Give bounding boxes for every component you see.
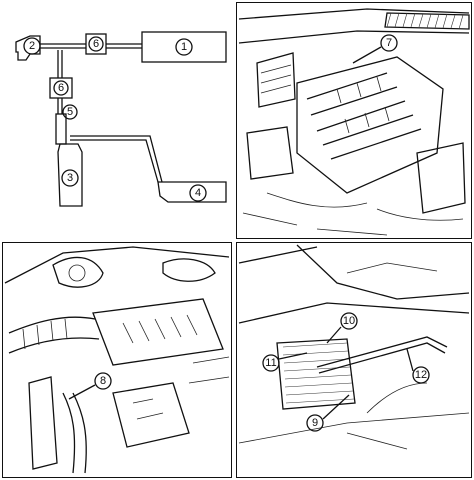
callout-8: 8 (68, 372, 112, 400)
canister-detail-panel: 8 (2, 242, 232, 478)
svg-text:6: 6 (93, 38, 99, 50)
svg-text:11: 11 (265, 357, 276, 369)
mesh-panel (276, 338, 356, 410)
svg-text:1: 1 (181, 41, 187, 53)
callout-4: 4 (189, 184, 207, 202)
engine-bay-panel: 7 (236, 2, 472, 239)
callout-11: 11 (262, 352, 308, 372)
underside-detail-panel: 10 11 12 9 (236, 242, 472, 478)
canister-pipe (62, 392, 87, 474)
hatched-trim (384, 12, 470, 30)
pipe-3-to-4 (70, 135, 163, 183)
fuel-vapour-schematic: 1 2 6 6 5 3 4 (15, 31, 227, 207)
svg-text:2: 2 (29, 40, 35, 52)
component-4-tank (157, 181, 227, 203)
component-2-shape (15, 35, 41, 61)
strut-mount (162, 258, 216, 282)
callout-5: 5 (62, 104, 78, 120)
svg-text:10: 10 (343, 315, 355, 327)
callout-3: 3 (61, 169, 79, 187)
schematic-panel: 1 2 6 6 5 3 4 (2, 2, 232, 239)
svg-text:3: 3 (67, 172, 73, 184)
callout-1: 1 (175, 38, 193, 56)
svg-text:12: 12 (415, 369, 427, 381)
intake-hose (8, 316, 100, 354)
callout-6-side: 6 (53, 80, 69, 96)
callout-9: 9 (306, 394, 350, 432)
air-filter-box (92, 298, 224, 366)
callout-7: 7 (352, 34, 398, 64)
callout-12: 12 (406, 348, 430, 384)
pipe-9 (316, 336, 448, 368)
canister-body (28, 376, 58, 470)
svg-text:9: 9 (312, 417, 318, 429)
engine-block (296, 56, 444, 194)
callout-10: 10 (326, 312, 358, 344)
left-component (256, 52, 296, 108)
component-3-canister (57, 143, 83, 207)
engine-bay-illustration: 7 (238, 8, 470, 236)
round-component (52, 256, 104, 288)
component-1-box (141, 31, 227, 63)
callout-2: 2 (23, 37, 41, 55)
canister-detail-illustration: 8 (4, 246, 230, 474)
svg-text:7: 7 (386, 37, 392, 49)
svg-text:5: 5 (67, 106, 73, 118)
component-5-valve (55, 113, 67, 145)
callout-6-top: 6 (88, 36, 104, 52)
svg-text:8: 8 (100, 375, 106, 387)
right-component (416, 142, 466, 214)
component-6-side-box (49, 77, 73, 99)
battery-area (246, 126, 294, 180)
underside-detail-illustration: 10 11 12 9 (238, 244, 470, 450)
svg-text:6: 6 (58, 82, 64, 94)
component-6-top-box (85, 33, 107, 55)
pipe-2-to-6 (57, 50, 63, 78)
svg-text:4: 4 (195, 187, 201, 199)
fuse-box (112, 382, 190, 448)
